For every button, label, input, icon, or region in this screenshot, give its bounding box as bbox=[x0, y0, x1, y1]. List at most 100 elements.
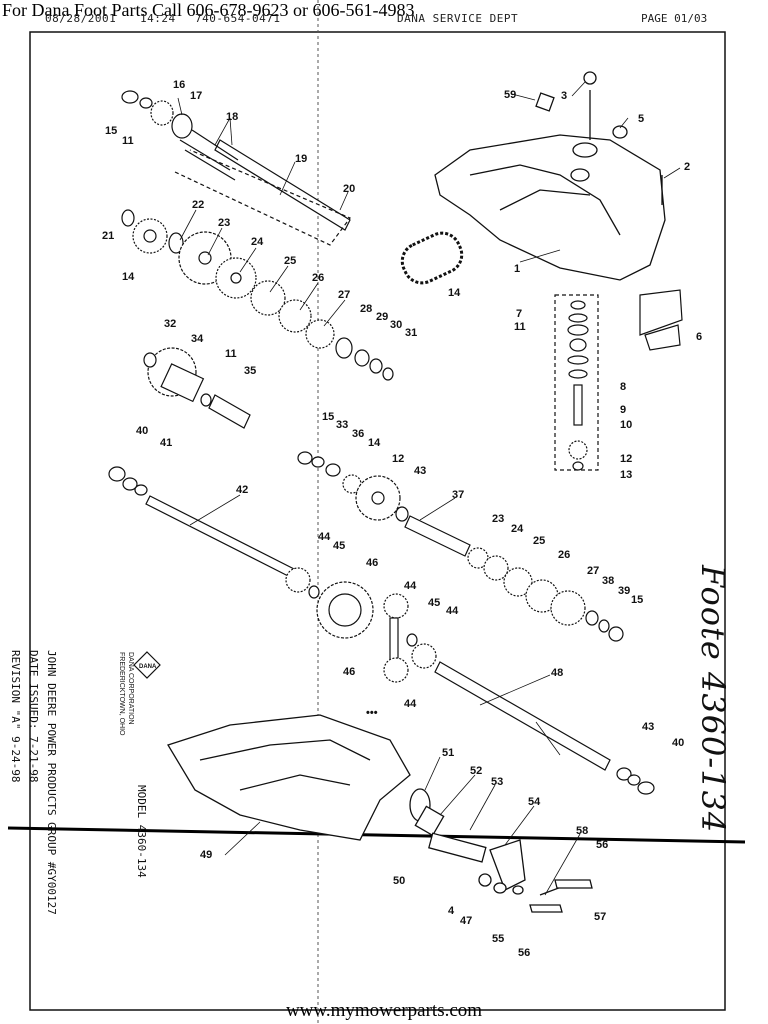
cluster-gear bbox=[143, 347, 251, 429]
callout-52: 52 bbox=[470, 765, 482, 777]
callout-35: 35 bbox=[244, 365, 256, 377]
callout-24: 24 bbox=[251, 236, 264, 248]
callout-37: 37 bbox=[452, 489, 464, 501]
title-line-2: DATE ISSUED: 7-21-98 bbox=[27, 650, 40, 783]
callout-44d: 44 bbox=[404, 698, 417, 710]
callout-12: 12 bbox=[392, 453, 404, 465]
callout-14c: 14 bbox=[448, 287, 461, 299]
title-line-3: REVISION "A" 9-24-98 bbox=[9, 650, 22, 783]
callout-38: 38 bbox=[602, 575, 614, 587]
callout-29: 29 bbox=[376, 311, 388, 323]
callout-40: 40 bbox=[136, 425, 148, 437]
differential-group bbox=[316, 581, 437, 683]
callout-22: 22 bbox=[192, 199, 204, 211]
callout-25b: 25 bbox=[533, 535, 545, 547]
callout-11b: 11 bbox=[225, 348, 237, 360]
callout-5: 5 bbox=[638, 113, 644, 125]
callout-14: 14 bbox=[122, 271, 135, 283]
callout-27: 27 bbox=[338, 289, 350, 301]
callout-24b: 24 bbox=[511, 523, 524, 535]
callout-34: 34 bbox=[191, 333, 204, 345]
callout-45b: 45 bbox=[428, 597, 440, 609]
callout-labels: 15 11 16 17 18 19 20 21 22 23 14 24 25 2… bbox=[102, 79, 702, 959]
fax-dept: DANA SERVICE DEPT bbox=[397, 12, 519, 25]
footer-url: www.mymowerparts.com bbox=[285, 1000, 483, 1021]
callout-46b: 46 bbox=[343, 666, 355, 678]
callout-7: 7 bbox=[516, 308, 522, 320]
callout-32: 32 bbox=[164, 318, 176, 330]
input-shaft-column bbox=[554, 289, 683, 471]
upper-housing bbox=[434, 71, 666, 281]
callout-58: 58 bbox=[576, 825, 588, 837]
callout-44b: 44 bbox=[404, 580, 417, 592]
callout-36: 36 bbox=[352, 428, 364, 440]
callout-39: 39 bbox=[618, 585, 630, 597]
shaft-group-37 bbox=[297, 451, 624, 642]
callout-41: 41 bbox=[160, 437, 172, 449]
callout-56: 56 bbox=[596, 839, 608, 851]
callout-19: 19 bbox=[295, 153, 307, 165]
callout-15b: 15 bbox=[322, 411, 334, 423]
callout-27b: 27 bbox=[587, 565, 599, 577]
fax-time: 14:24 bbox=[140, 12, 176, 25]
callout-15c: 15 bbox=[631, 594, 643, 606]
callout-25: 25 bbox=[284, 255, 296, 267]
callout-23b: 23 bbox=[492, 513, 504, 525]
callout-8: 8 bbox=[620, 381, 626, 393]
model-block: MODEL 4360-134 bbox=[132, 785, 150, 878]
model-number: MODEL 4360-134 bbox=[135, 785, 148, 878]
handwritten-note: Foote 4360-134 bbox=[694, 565, 732, 834]
company-line-1: DANA CORPORATION bbox=[127, 652, 134, 725]
svg-text:DANA: DANA bbox=[139, 664, 157, 670]
callout-28: 28 bbox=[360, 303, 372, 315]
callout-4: 4 bbox=[448, 905, 455, 917]
callout-43b: 43 bbox=[642, 721, 654, 733]
company-block: DANA CORPORATION FREDERICKTOWN, OHIO bbox=[117, 652, 135, 735]
lower-housing bbox=[167, 714, 593, 913]
callout-46: 46 bbox=[366, 557, 378, 569]
callout-49: 49 bbox=[200, 849, 212, 861]
callout-16: 16 bbox=[173, 79, 185, 91]
callout-44: 44 bbox=[318, 531, 331, 543]
callout-6: 6 bbox=[696, 331, 702, 343]
callout-55: 55 bbox=[492, 933, 504, 945]
callout-14b: 14 bbox=[368, 437, 381, 449]
drive-chain bbox=[400, 231, 464, 285]
scan-streak bbox=[7, 826, 746, 844]
callout-2: 2 bbox=[684, 161, 690, 173]
callout-23: 23 bbox=[218, 217, 230, 229]
callout-48: 48 bbox=[551, 667, 563, 679]
callout-11c: 11 bbox=[514, 321, 526, 333]
fax-page-number: PAGE 01/03 bbox=[641, 12, 708, 25]
axle-group-48 bbox=[434, 661, 655, 795]
shaft-group-upper bbox=[121, 90, 394, 381]
fax-phone: 740-654-0471 bbox=[195, 12, 281, 25]
callout-51: 51 bbox=[442, 747, 454, 759]
callout-54: 54 bbox=[528, 796, 541, 808]
sheet-border bbox=[29, 31, 726, 1011]
callout-44c: 44 bbox=[446, 605, 459, 617]
callout-53: 53 bbox=[491, 776, 503, 788]
callout-20: 20 bbox=[343, 183, 355, 195]
callout-30: 30 bbox=[390, 319, 402, 331]
callout-15: 15 bbox=[105, 125, 117, 137]
callout-9: 9 bbox=[620, 404, 626, 416]
callout-21: 21 bbox=[102, 230, 114, 242]
callout-misc: ••• bbox=[366, 707, 378, 719]
callout-45: 45 bbox=[333, 540, 345, 552]
dana-logo: DANA bbox=[133, 651, 161, 679]
callout-33: 33 bbox=[336, 419, 348, 431]
callout-10: 10 bbox=[620, 419, 632, 431]
callout-47: 47 bbox=[460, 915, 472, 927]
company-line-2: FREDERICKTOWN, OHIO bbox=[118, 652, 125, 736]
callout-3: 3 bbox=[561, 90, 567, 102]
callout-56b: 56 bbox=[518, 947, 530, 959]
callout-11: 11 bbox=[122, 135, 134, 147]
axle-group-42 bbox=[108, 466, 320, 599]
dealer-banner: For Dana Foot Parts Call 606-678-9623 or… bbox=[2, 0, 415, 20]
callout-18: 18 bbox=[226, 111, 238, 123]
callout-50: 50 bbox=[393, 875, 405, 887]
callout-26b: 26 bbox=[558, 549, 570, 561]
callout-31: 31 bbox=[405, 327, 417, 339]
